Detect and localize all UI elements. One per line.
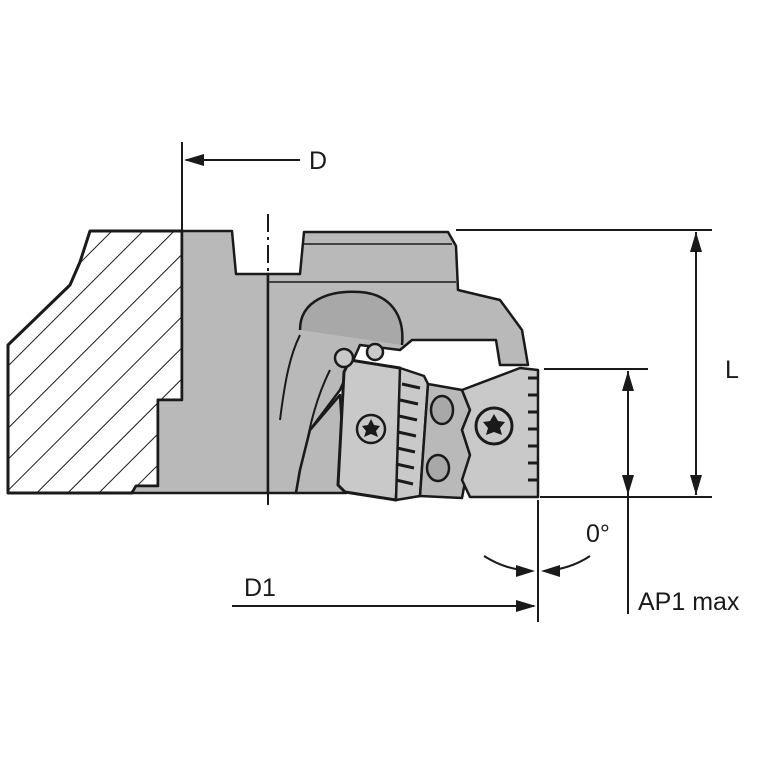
label-d: D bbox=[309, 147, 328, 175]
torx-icon bbox=[362, 419, 380, 437]
body-lower bbox=[294, 393, 348, 495]
l-arrow-bottom bbox=[690, 475, 702, 495]
l-arrow-top bbox=[690, 232, 702, 252]
pin-upper-right bbox=[365, 342, 385, 362]
ap1-arrow-bottom bbox=[622, 475, 634, 495]
angle-arrow-right bbox=[541, 565, 560, 577]
label-l: L bbox=[725, 356, 739, 384]
torx-icon-side bbox=[483, 414, 505, 435]
side-serrations bbox=[528, 376, 538, 482]
d-arrow bbox=[184, 154, 204, 166]
body-section-hatched bbox=[6, 229, 184, 495]
clamp-hole-upper bbox=[429, 394, 455, 426]
ap1-arrow-top bbox=[622, 371, 634, 391]
d1-arrow bbox=[516, 600, 536, 612]
label-angle: 0° bbox=[586, 520, 610, 548]
clamp-hole-lower bbox=[425, 453, 451, 483]
flute-shape bbox=[298, 290, 404, 346]
label-ap1-max: AP1 max bbox=[638, 588, 740, 616]
angle-arrow-left bbox=[516, 565, 535, 577]
pin-upper-left bbox=[333, 347, 355, 369]
label-d1: D1 bbox=[244, 574, 276, 602]
serration-teeth bbox=[395, 382, 421, 486]
